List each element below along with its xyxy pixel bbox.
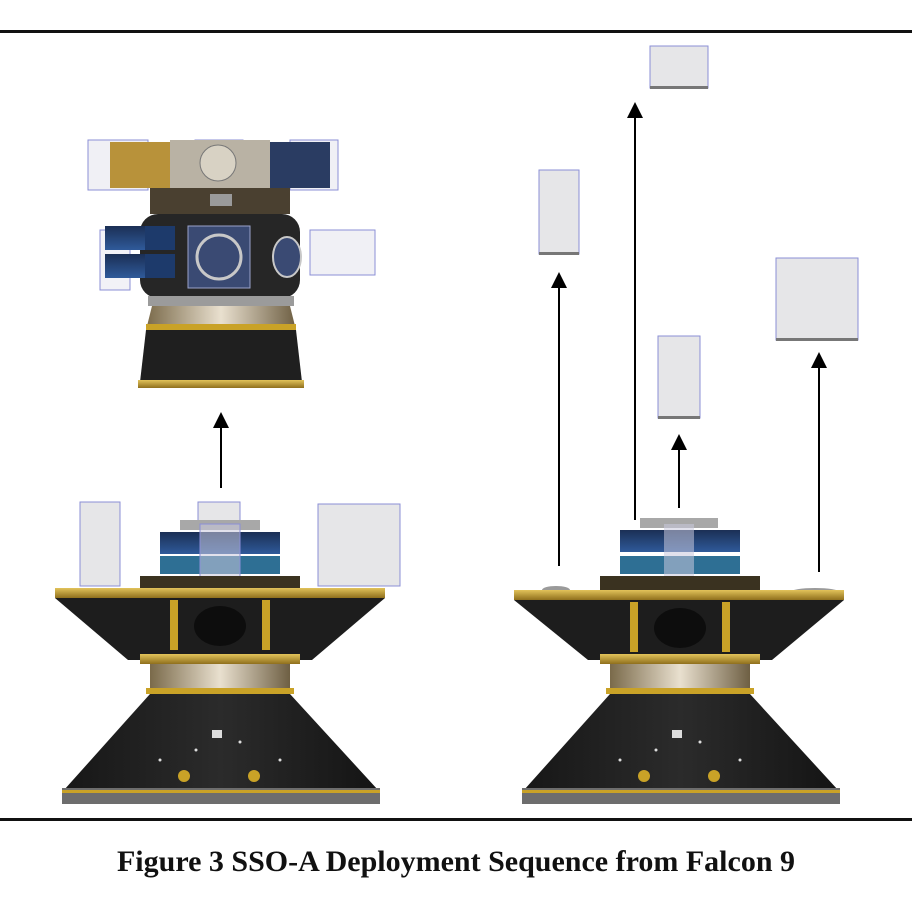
figure-illustration	[55, 45, 859, 804]
upper-free-flyer	[87, 139, 376, 388]
lower-stack-right	[514, 518, 844, 804]
lower-stack-left	[55, 501, 401, 804]
figure-caption: Figure 3 SSO-A Deployment Sequence from …	[116, 845, 796, 878]
bottom-rule	[0, 818, 912, 821]
top-rule	[0, 30, 912, 33]
deployed-satellites	[538, 45, 859, 419]
